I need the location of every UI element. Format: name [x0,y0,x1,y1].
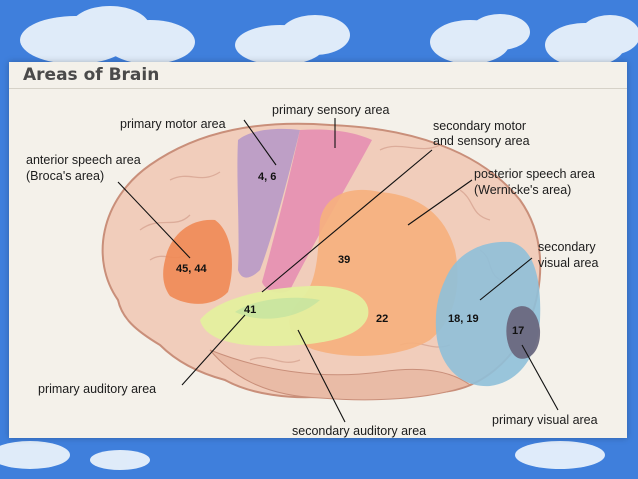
label-primary-motor-area: primary motor area [120,117,226,131]
label-posterior-speech-line1: posterior speech area [474,167,595,181]
leader-primary-motor [243,119,277,166]
label-anterior-speech-line2: (Broca's area) [26,169,104,183]
area-number-18-19: 18, 19 [448,313,479,325]
brain-lower-region [209,349,472,401]
leader-secondary-auditory [297,329,346,423]
label-secondary-motor-line1: secondary motor [433,119,526,133]
leader-wernicke [407,179,473,226]
label-primary-sensory-area: primary sensory area [272,103,389,117]
area-4-6-motor [237,128,300,278]
label-secondary-visual-line2: visual area [538,256,598,270]
area-primary-sensory [262,129,372,293]
area-number-17: 17 [512,325,524,337]
label-primary-visual-area: primary visual area [492,413,598,427]
area-number-39: 39 [338,254,350,266]
area-number-22: 22 [376,313,388,325]
label-anterior-speech-line1: anterior speech area [26,153,141,167]
leader-secondary-visual [479,257,533,301]
area-17-primary-visual [506,306,541,359]
page-title: Areas of Brain [23,65,160,85]
label-secondary-auditory-area: secondary auditory area [292,424,426,438]
label-posterior-speech-line2: (Wernicke's area) [474,183,571,197]
label-primary-auditory-area: primary auditory area [38,382,156,396]
leader-primary-visual [521,344,559,411]
area-number-4-6: 4, 6 [258,171,276,183]
label-secondary-motor-line2: and sensory area [433,134,530,148]
leader-broca [117,181,191,259]
area-41-inner [235,297,320,319]
title-divider [9,88,627,89]
leader-secondary-motor [261,149,433,293]
leader-primary-auditory [181,314,246,386]
area-45-44-broca [163,219,232,304]
area-number-41: 41 [244,304,256,316]
label-secondary-visual-line1: secondary [538,240,596,254]
area-number-45-44: 45, 44 [176,263,207,275]
